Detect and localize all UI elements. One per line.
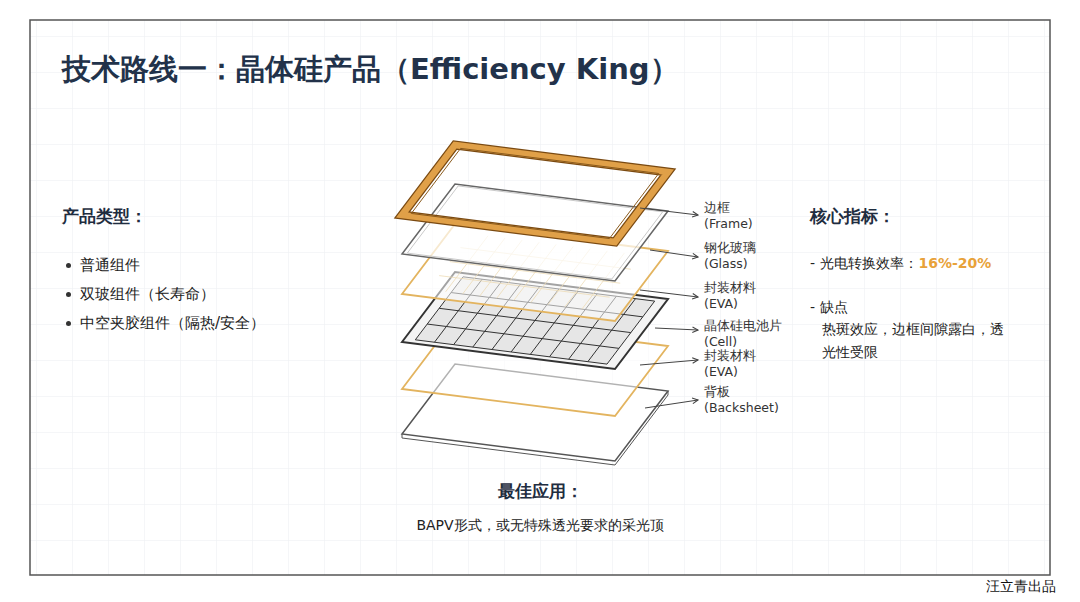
bullet-item: 双玻组件（长寿命） bbox=[80, 284, 215, 304]
note-text: 热斑效应，边框间隙露白，透光性受限 bbox=[822, 318, 1007, 364]
layer-label: 封装材料 (EVA) bbox=[704, 348, 756, 379]
slide-border bbox=[30, 20, 1050, 575]
leader-arrow bbox=[640, 360, 698, 365]
frame-layer bbox=[402, 145, 668, 242]
leader-arrow bbox=[640, 290, 698, 297]
metric-value: 16%-20% bbox=[919, 254, 992, 273]
note-text: BAPV形式，或无特殊透光要求的采光顶 bbox=[416, 516, 663, 535]
slide-title: 技术路线一：晶体硅产品（Efficiency King） bbox=[62, 50, 679, 89]
leader-arrow bbox=[640, 208, 698, 215]
section-heading: 最佳应用： bbox=[498, 480, 583, 503]
leader-arrow bbox=[650, 250, 698, 257]
module-layers bbox=[402, 145, 668, 465]
layer-label: 晶体硅电池片 (Cell) bbox=[704, 318, 782, 349]
layer-label: 边框 (Frame) bbox=[704, 200, 753, 231]
leader-lines bbox=[640, 208, 698, 408]
bullet-dot bbox=[66, 292, 71, 297]
layer-label: 封装材料 (EVA) bbox=[704, 280, 756, 311]
layer-label: 钢化玻璃 (Glass) bbox=[704, 240, 756, 271]
leader-arrow bbox=[645, 400, 698, 408]
bullet-dot bbox=[66, 263, 71, 268]
bullet-item: 中空夹胶组件（隔热/安全） bbox=[80, 313, 265, 333]
watermark: 汪立青出品 bbox=[983, 577, 1059, 596]
note-text: - 缺点 bbox=[810, 298, 848, 317]
layer-label: 背板 (Backsheet) bbox=[704, 384, 779, 415]
leader-arrow bbox=[655, 328, 698, 330]
bullet-item: 普通组件 bbox=[80, 255, 140, 275]
note-text: - 光电转换效率： bbox=[810, 254, 918, 273]
bullet-dot bbox=[66, 321, 71, 326]
section-heading: 产品类型： bbox=[62, 205, 147, 228]
section-heading: 核心指标： bbox=[810, 205, 895, 228]
